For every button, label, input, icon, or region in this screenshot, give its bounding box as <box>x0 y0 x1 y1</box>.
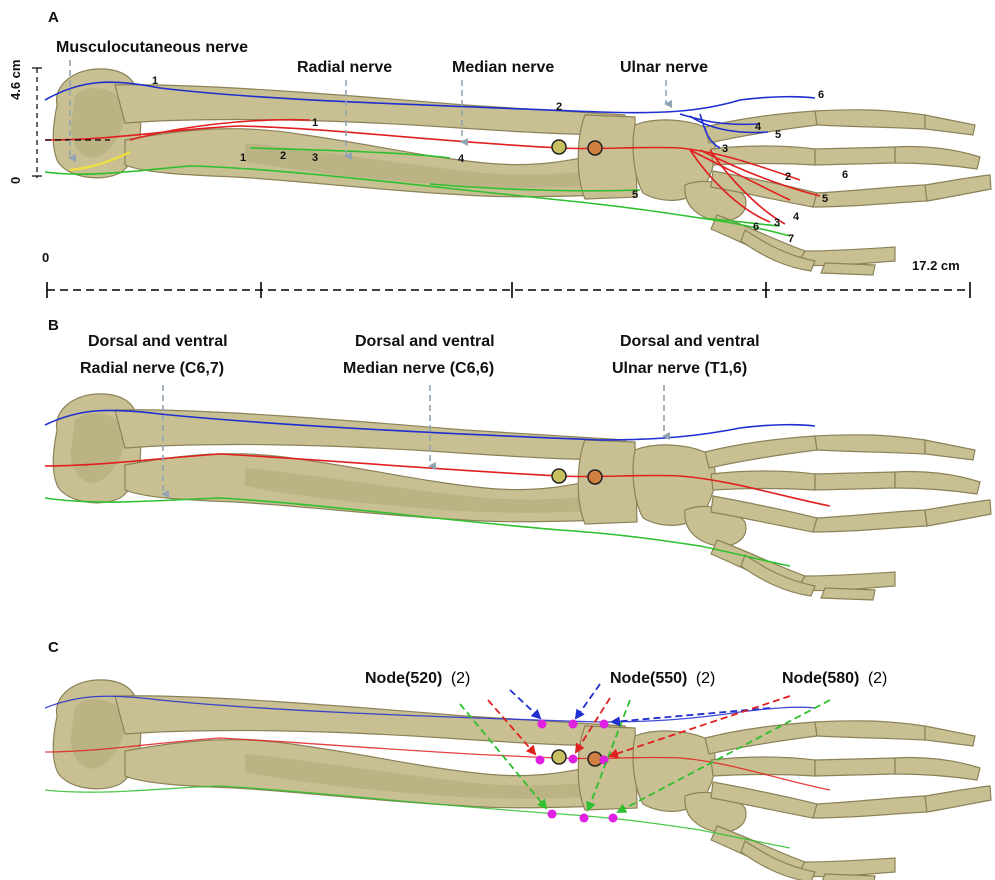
label-line1: Dorsal and ventral <box>620 333 760 350</box>
branch-number: 3 <box>774 217 780 229</box>
branch-number: 3 <box>312 152 318 164</box>
ulnar-nerve-path <box>44 409 816 441</box>
node-name: Node(580) <box>782 670 859 687</box>
node-dot <box>535 755 545 765</box>
panel-b-letter: B <box>48 317 59 334</box>
blue-arrow-icon <box>610 707 771 727</box>
median-branch <box>689 149 771 223</box>
blue-arrow-icon <box>509 689 542 720</box>
panel-a-callout-arrows <box>68 60 672 162</box>
branch-number: 5 <box>632 189 638 201</box>
median-branch <box>709 149 786 225</box>
branch-number: 6 <box>818 89 824 101</box>
ulnar-branch <box>689 115 769 134</box>
musculocutaneous-nerve-path <box>69 151 131 172</box>
ulnar-nerve-path <box>44 81 816 114</box>
label-line2: Median nerve (C6,6) <box>343 360 494 377</box>
label-line1: Dorsal and ventral <box>88 333 228 350</box>
label-line2: Radial nerve (C6,7) <box>80 360 224 377</box>
node-label-550: Node(550) (2) <box>610 670 715 687</box>
joint-marker-proximal <box>551 468 567 484</box>
panel-b-callout-arrows <box>161 385 670 498</box>
node-dot <box>537 719 547 729</box>
branch-number: 2 <box>280 150 286 162</box>
median-nerve-path <box>44 453 831 507</box>
x-axis-zero-label: 0 <box>42 250 49 265</box>
median-branch <box>689 149 791 201</box>
joint-marker-distal <box>587 140 603 156</box>
panel-a-nerves <box>44 81 821 237</box>
node-markers <box>535 719 618 823</box>
panel-a-letter: A <box>48 9 59 26</box>
label-line1: Dorsal and ventral <box>355 333 495 350</box>
node-dot <box>568 719 578 729</box>
panel-b-nerves <box>44 409 831 567</box>
radial-nerve-path <box>44 785 791 849</box>
branch-number: 4 <box>458 153 465 165</box>
branch-number: 2 <box>556 101 562 113</box>
node-dot <box>599 755 609 765</box>
branch-number: 1 <box>152 75 158 87</box>
panel-b-skeleton <box>52 393 992 601</box>
radial-branch <box>249 147 451 159</box>
green-arrow-icon <box>459 703 548 810</box>
branch-number: 6 <box>842 169 848 181</box>
branch-number: 1 <box>240 152 246 164</box>
median-branch <box>699 149 821 197</box>
radial-nerve-path <box>44 497 791 567</box>
node-name: Node(550) <box>610 670 687 687</box>
panel-c-nerves <box>44 695 831 849</box>
node-count: (2) <box>696 670 716 687</box>
joint-marker-proximal <box>551 749 567 765</box>
label-line2: Ulnar nerve (T1,6) <box>612 360 747 377</box>
node-dot <box>568 754 578 764</box>
radial-branch <box>699 217 781 227</box>
joint-marker-distal <box>587 469 603 485</box>
node-dot <box>547 809 557 819</box>
branch-number: 2 <box>785 171 791 183</box>
node-count: (2) <box>451 670 471 687</box>
y-axis-zero-label: 0 <box>8 177 23 184</box>
label-musculocutaneous-nerve: Musculocutaneous nerve <box>56 39 248 56</box>
y-axis-top-label: 4.6 cm <box>8 60 23 100</box>
median-nerve-path <box>44 737 831 791</box>
red-arrow-icon <box>487 699 537 756</box>
label-radial-nerve: Radial nerve <box>297 59 392 76</box>
panel-c-skeleton <box>52 679 992 880</box>
branch-number: 6 <box>753 221 759 233</box>
joint-marker-proximal <box>551 139 567 155</box>
branch-number: 3 <box>722 143 728 155</box>
red-arrow-icon <box>608 695 791 759</box>
branch-number: 4 <box>755 121 762 133</box>
node-arrows <box>459 683 831 813</box>
radial-branch <box>429 183 641 192</box>
branch-number: 1 <box>312 117 318 129</box>
node-dot <box>608 813 618 823</box>
panel-b-label-ulnar: Dorsal and ventral Ulnar nerve (T1,6) <box>612 333 760 377</box>
panel-c-letter: C <box>48 639 59 656</box>
branch-number: 5 <box>775 129 781 141</box>
node-count: (2) <box>868 670 888 687</box>
branch-number: 5 <box>822 193 828 205</box>
ulnar-branch <box>679 113 761 126</box>
node-dot <box>599 719 609 729</box>
node-label-520: Node(520) (2) <box>365 670 470 687</box>
label-ulnar-nerve: Ulnar nerve <box>620 59 708 76</box>
blue-arrow-icon <box>574 683 601 720</box>
node-label-580: Node(580) (2) <box>782 670 887 687</box>
node-name: Node(520) <box>365 670 442 687</box>
panel-a-skeleton <box>52 68 992 276</box>
median-branch <box>129 118 311 141</box>
branch-number: 7 <box>788 233 794 245</box>
node-dot <box>579 813 589 823</box>
panel-b-label-radial: Dorsal and ventral Radial nerve (C6,7) <box>80 333 228 377</box>
label-median-nerve: Median nerve <box>452 59 554 76</box>
panel-b-label-median: Dorsal and ventral Median nerve (C6,6) <box>343 333 495 377</box>
x-axis-end-label: 17.2 cm <box>912 258 960 273</box>
branch-number: 4 <box>793 211 800 223</box>
ulnar-nerve-path <box>44 695 816 723</box>
ulnar-branch <box>699 113 721 149</box>
green-arrow-icon <box>616 699 831 813</box>
